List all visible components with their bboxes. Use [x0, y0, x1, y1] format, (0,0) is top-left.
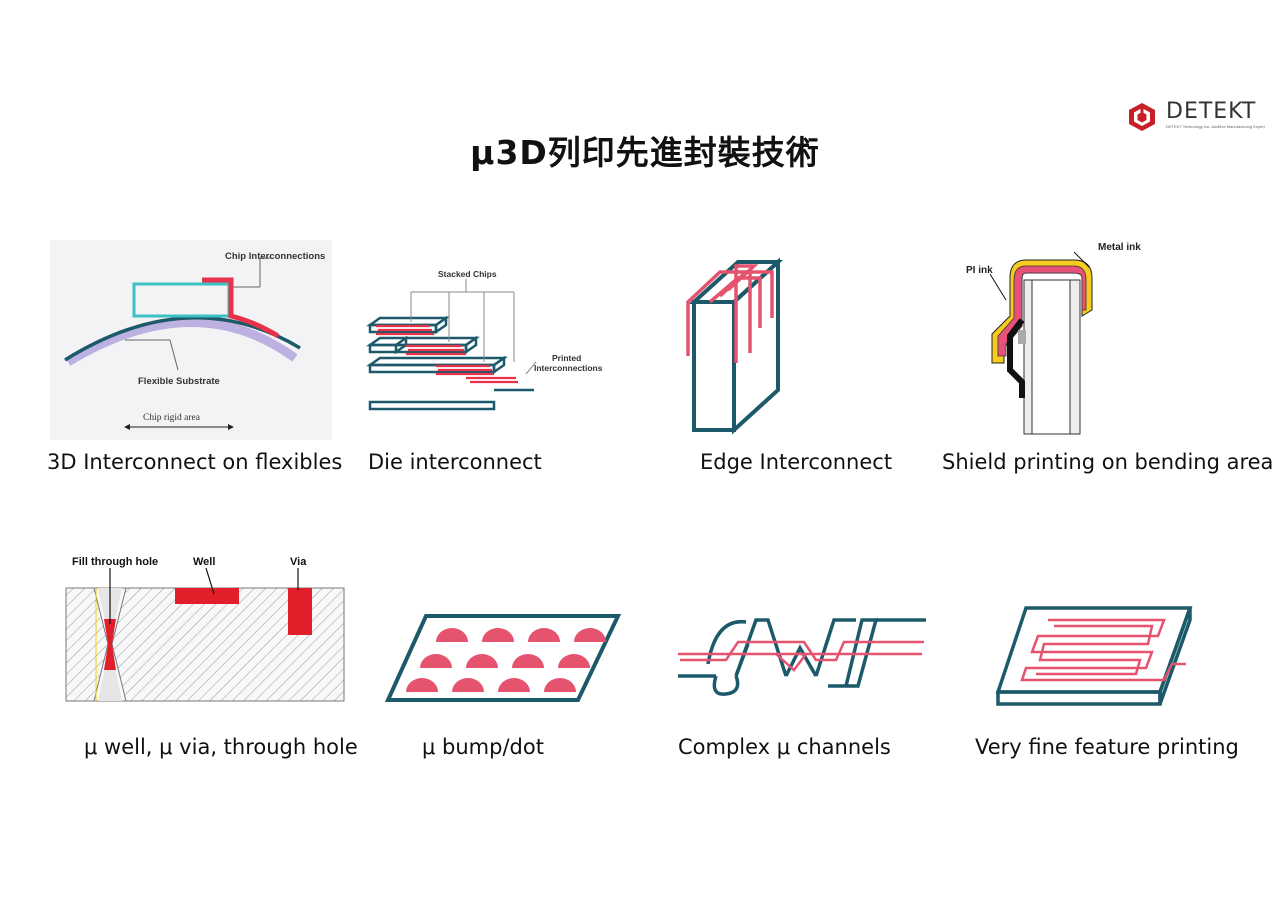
- stacked-die-diagram: Stacked Chips Printed Interconnections: [366, 269, 603, 411]
- bump-plate: [384, 614, 622, 702]
- caption-well-via-hole: μ well, μ via, through hole: [84, 735, 358, 759]
- via-label: Via: [290, 556, 307, 568]
- detekt-logo-icon: [1129, 103, 1155, 131]
- caption-fine-feature: Very fine feature printing: [975, 735, 1239, 759]
- printed-interconnect-traces: [376, 324, 518, 384]
- through-hole-fill: [104, 619, 116, 670]
- caption-die-interconnect: Die interconnect: [368, 450, 542, 474]
- printed-label: Printed: [552, 353, 581, 363]
- stacked-chips-label: Stacked Chips: [438, 269, 497, 279]
- metal-ink-label: Metal ink: [1098, 242, 1141, 253]
- caption-edge-interconnect: Edge Interconnect: [700, 450, 893, 474]
- chip-interconnection-trace: [202, 277, 280, 339]
- serpentine-trace: [1020, 618, 1186, 682]
- page-title: μ3D列印先進封裝技術: [470, 133, 820, 172]
- well-via-hole-diagram: Fill through hole Well Via: [65, 556, 345, 702]
- interconnections-label: Interconnections: [534, 363, 603, 373]
- edge-traces: [686, 264, 774, 363]
- well-fill: [175, 588, 239, 604]
- flexible-substrate-label: Flexible Substrate: [138, 376, 220, 387]
- caption-shield-printing: Shield printing on bending area: [942, 450, 1274, 474]
- flexible-substrate-shadow: [65, 318, 298, 366]
- shield-printing-diagram: Metal ink PI ink: [966, 242, 1141, 435]
- fine-feature-diagram: [995, 606, 1193, 706]
- chip-rigid-area-label: Chip rigid area: [143, 413, 201, 423]
- edge-interconnect-diagram: [686, 257, 784, 435]
- complex-channels-diagram: [678, 618, 926, 696]
- caption-bump-dot: μ bump/dot: [422, 735, 544, 759]
- caption-complex-channels: Complex μ channels: [678, 735, 891, 759]
- bump-dot-diagram: [384, 614, 622, 702]
- logo-tagline: DETEKT Technology Inc. Additive Manufact…: [1166, 124, 1265, 129]
- channel-traces: [678, 640, 924, 672]
- circuit-trace: [1007, 318, 1025, 398]
- via-fill: [288, 588, 312, 635]
- fill-through-hole-label: Fill through hole: [72, 556, 158, 568]
- pi-ink-label: PI ink: [966, 265, 993, 276]
- chip-interconnections-label: Chip Interconnections: [225, 251, 325, 262]
- well-label: Well: [193, 556, 215, 568]
- caption-3d-interconnect: 3D Interconnect on flexibles: [47, 450, 343, 474]
- logo-name: DETEKT: [1166, 99, 1257, 124]
- company-logo: DETEKT DETEKT Technology Inc. Additive M…: [1126, 99, 1276, 135]
- bump-dots: [406, 628, 606, 692]
- flexible-interconnect-diagram: Chip Interconnections Flexible Substrate…: [50, 240, 332, 440]
